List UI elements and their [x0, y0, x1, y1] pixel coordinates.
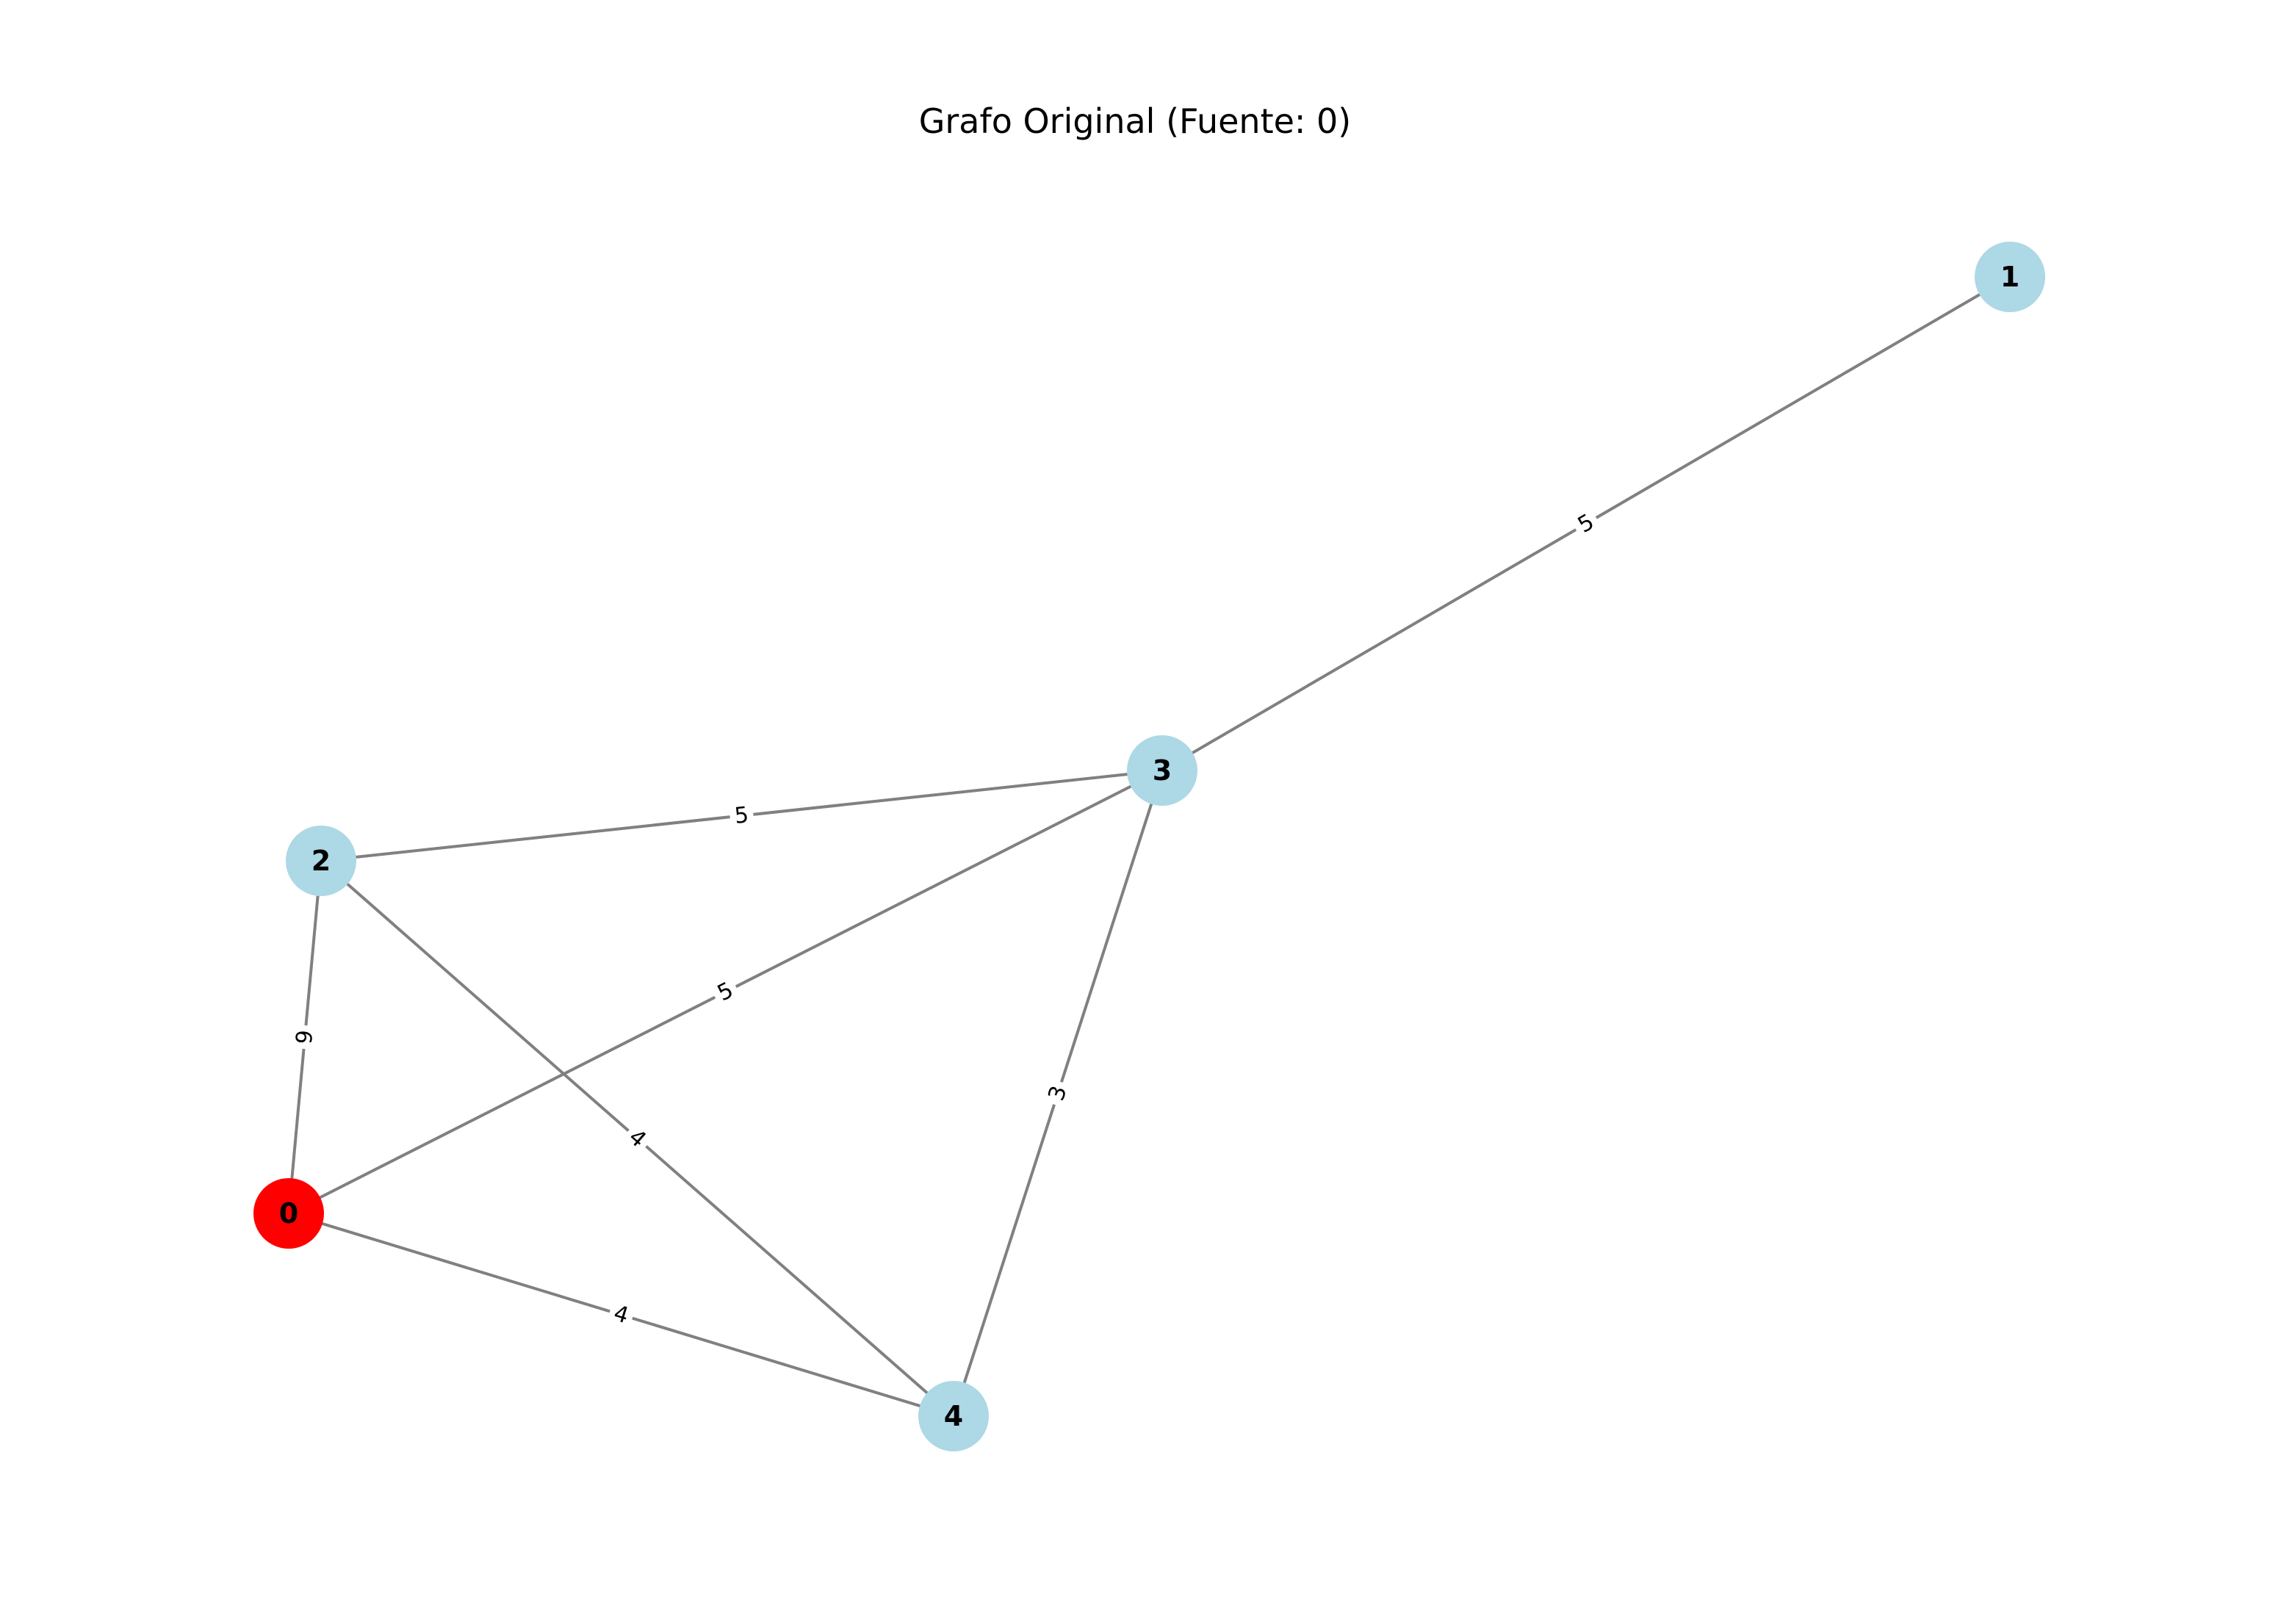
graph-title: Grafo Original (Fuente: 0) — [918, 101, 1352, 141]
edge-label-0-4: 4 — [605, 1298, 637, 1332]
edge-label-background — [289, 1024, 320, 1050]
node-1: 1 — [1975, 242, 2045, 312]
node-0: 0 — [253, 1178, 324, 1249]
node-label: 2 — [311, 845, 331, 877]
edge-label-background — [708, 974, 743, 1010]
edge-label-0-3: 5 — [708, 974, 743, 1010]
edge-label-background — [605, 1298, 637, 1332]
edge-weight-label: 5 — [733, 802, 750, 829]
node-circle — [286, 826, 356, 896]
edge-label-3-1: 5 — [1568, 505, 1604, 542]
edge-label-2-0: 9 — [289, 1024, 320, 1050]
node-label: 0 — [279, 1197, 298, 1230]
node-circle — [1127, 735, 1197, 806]
edge-label-background — [1041, 1078, 1075, 1109]
edge-label-background — [1568, 505, 1604, 542]
edge-weight-label: 9 — [292, 1029, 319, 1045]
node-4: 4 — [918, 1381, 989, 1451]
edge-label-background — [728, 800, 755, 831]
edges-layer — [287, 275, 2011, 1418]
nodes-layer: 0 1 2 3 4 — [253, 242, 2045, 1451]
node-3: 3 — [1127, 735, 1197, 806]
node-circle — [918, 1381, 989, 1451]
edge-label-3-4: 3 — [1041, 1078, 1075, 1109]
node-label: 1 — [2000, 261, 2019, 293]
node-label: 3 — [1153, 754, 1172, 787]
node-2: 2 — [286, 826, 356, 896]
node-label: 4 — [944, 1400, 963, 1432]
node-circle — [1975, 242, 2045, 312]
edge-label-background — [619, 1120, 656, 1157]
source-node-circle — [253, 1178, 324, 1249]
edge-label-2-3: 5 — [728, 800, 755, 831]
